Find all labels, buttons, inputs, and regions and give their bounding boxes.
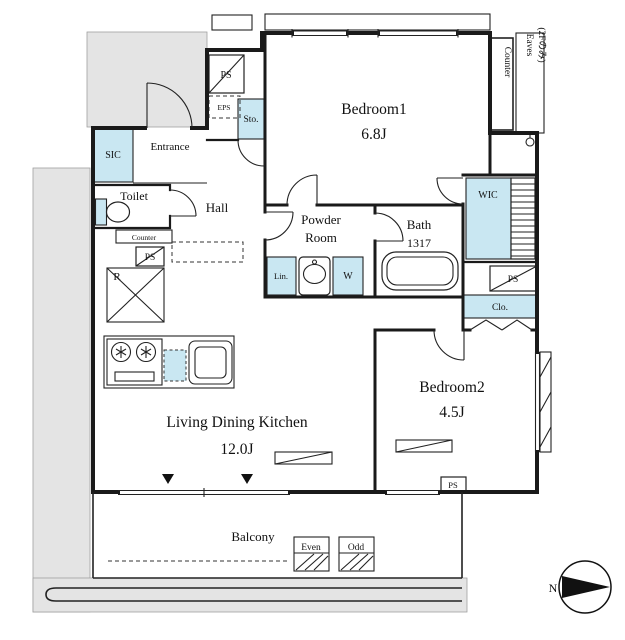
odd-box-hatch [339,552,374,571]
sto-label: Sto. [243,115,258,125]
top-left-eaves-box [211,14,253,31]
balcony-area [45,492,463,602]
bathtub-inner [386,256,454,286]
even-box [293,536,330,572]
bedroom2-area: 4.5J [439,404,464,421]
top-eaves-strip [264,13,491,31]
toilet-bowl [105,201,131,223]
service-shafts [135,54,538,493]
panel-bedroom2-diag [395,439,453,453]
burner-marks [115,346,152,358]
vanity [298,256,331,296]
shutter-hatch [539,356,552,448]
toilet-tank [94,198,108,226]
panel-ldk-diag [274,451,333,465]
vent-triangle-icon [241,474,253,484]
ps-right-label: PS [508,275,519,285]
bedroom1-label: Bedroom1 [341,101,406,118]
odd-box [338,536,375,572]
even-box-hatch [294,552,329,571]
washer-box [332,256,364,296]
vent-triangle-icon [162,474,174,484]
toilet-fixture [94,198,131,226]
counter-top-label: Counter [502,47,512,78]
compass: N [549,560,612,614]
ps-top-left-diag [208,54,245,94]
bedroom1-area: 6.8J [361,126,386,143]
wic-window-panel [510,177,536,260]
grill-slot [114,371,155,382]
labels: Bedroom1 6.8J Bedroom2 4.5J Living Dinin… [105,27,547,553]
sink [188,340,233,385]
clo-label: Clo. [492,303,508,313]
storage-boxes [92,98,538,319]
ps-bottom-label: PS [448,480,458,490]
ps-mid-diag [135,246,165,267]
refrigerator-label: R [113,271,121,283]
odd-label: Odd [348,543,365,553]
ps-mid-label: PS [145,253,156,263]
refrigerator-space [106,267,165,323]
entrance-label: Entrance [150,141,189,153]
bottom-common-strip [32,577,468,613]
sto-box [237,98,265,140]
north-arrow-icon [562,576,610,598]
eps-label: EPS [218,103,231,112]
kitchen-hatch-box [163,349,187,382]
counter-mid-box [115,229,173,244]
washer-label: W [343,271,353,282]
panel-bedroom2 [395,439,453,453]
panel-ldk [274,451,333,465]
ldk-area: 12.0J [220,441,253,458]
powder-room-label-1: Powder [301,212,341,227]
burner-icon [135,341,157,363]
windows [118,29,541,497]
bath-label: Bath [407,217,432,232]
wic-label: WIC [478,190,498,201]
kitchen-outline [103,335,235,389]
ps-right-diag [489,265,538,292]
even-label: Even [301,543,321,553]
ldk-label: Living Dining Kitchen [166,414,307,431]
left-common-strip [32,167,91,613]
stove [106,338,163,386]
north-label: N [549,581,558,595]
sink-basin [194,346,227,379]
hall-label: Hall [206,200,229,215]
counter-mid-label: Counter [132,233,157,242]
eaves-label-1: Eaves [524,34,534,57]
hall-dashed-cabinet [171,241,244,263]
faucet-icon [311,259,318,265]
bath-size: 1317 [407,236,431,250]
linen-box [266,256,297,296]
wic-window-hatch [511,183,535,257]
kitchen-counter [103,335,235,389]
bathtub [381,251,459,291]
refrigerator-cross [106,267,165,323]
powder-room-label-2: Room [305,230,337,245]
ps-top-left-label: PS [220,70,231,81]
interior-walls [263,31,539,494]
toilet-label: Toilet [120,189,148,203]
window-panels [162,439,453,484]
balcony-label: Balcony [231,529,275,544]
eaves-label-2: (2Fのみ) [536,27,547,62]
interior-walls-thin [91,138,539,264]
burner-icon [110,341,132,363]
balcony-railing [45,587,462,602]
bathtub-outer [381,251,459,291]
vanity-counter [298,256,331,296]
door-arcs [146,82,465,361]
closet-bifold-doors [469,319,533,331]
bedroom2-label: Bedroom2 [419,379,484,396]
refrigerator-box [106,267,165,323]
sic-label: SIC [105,150,121,161]
balcony-outline [92,492,463,579]
linen-label: Lin. [274,271,288,281]
